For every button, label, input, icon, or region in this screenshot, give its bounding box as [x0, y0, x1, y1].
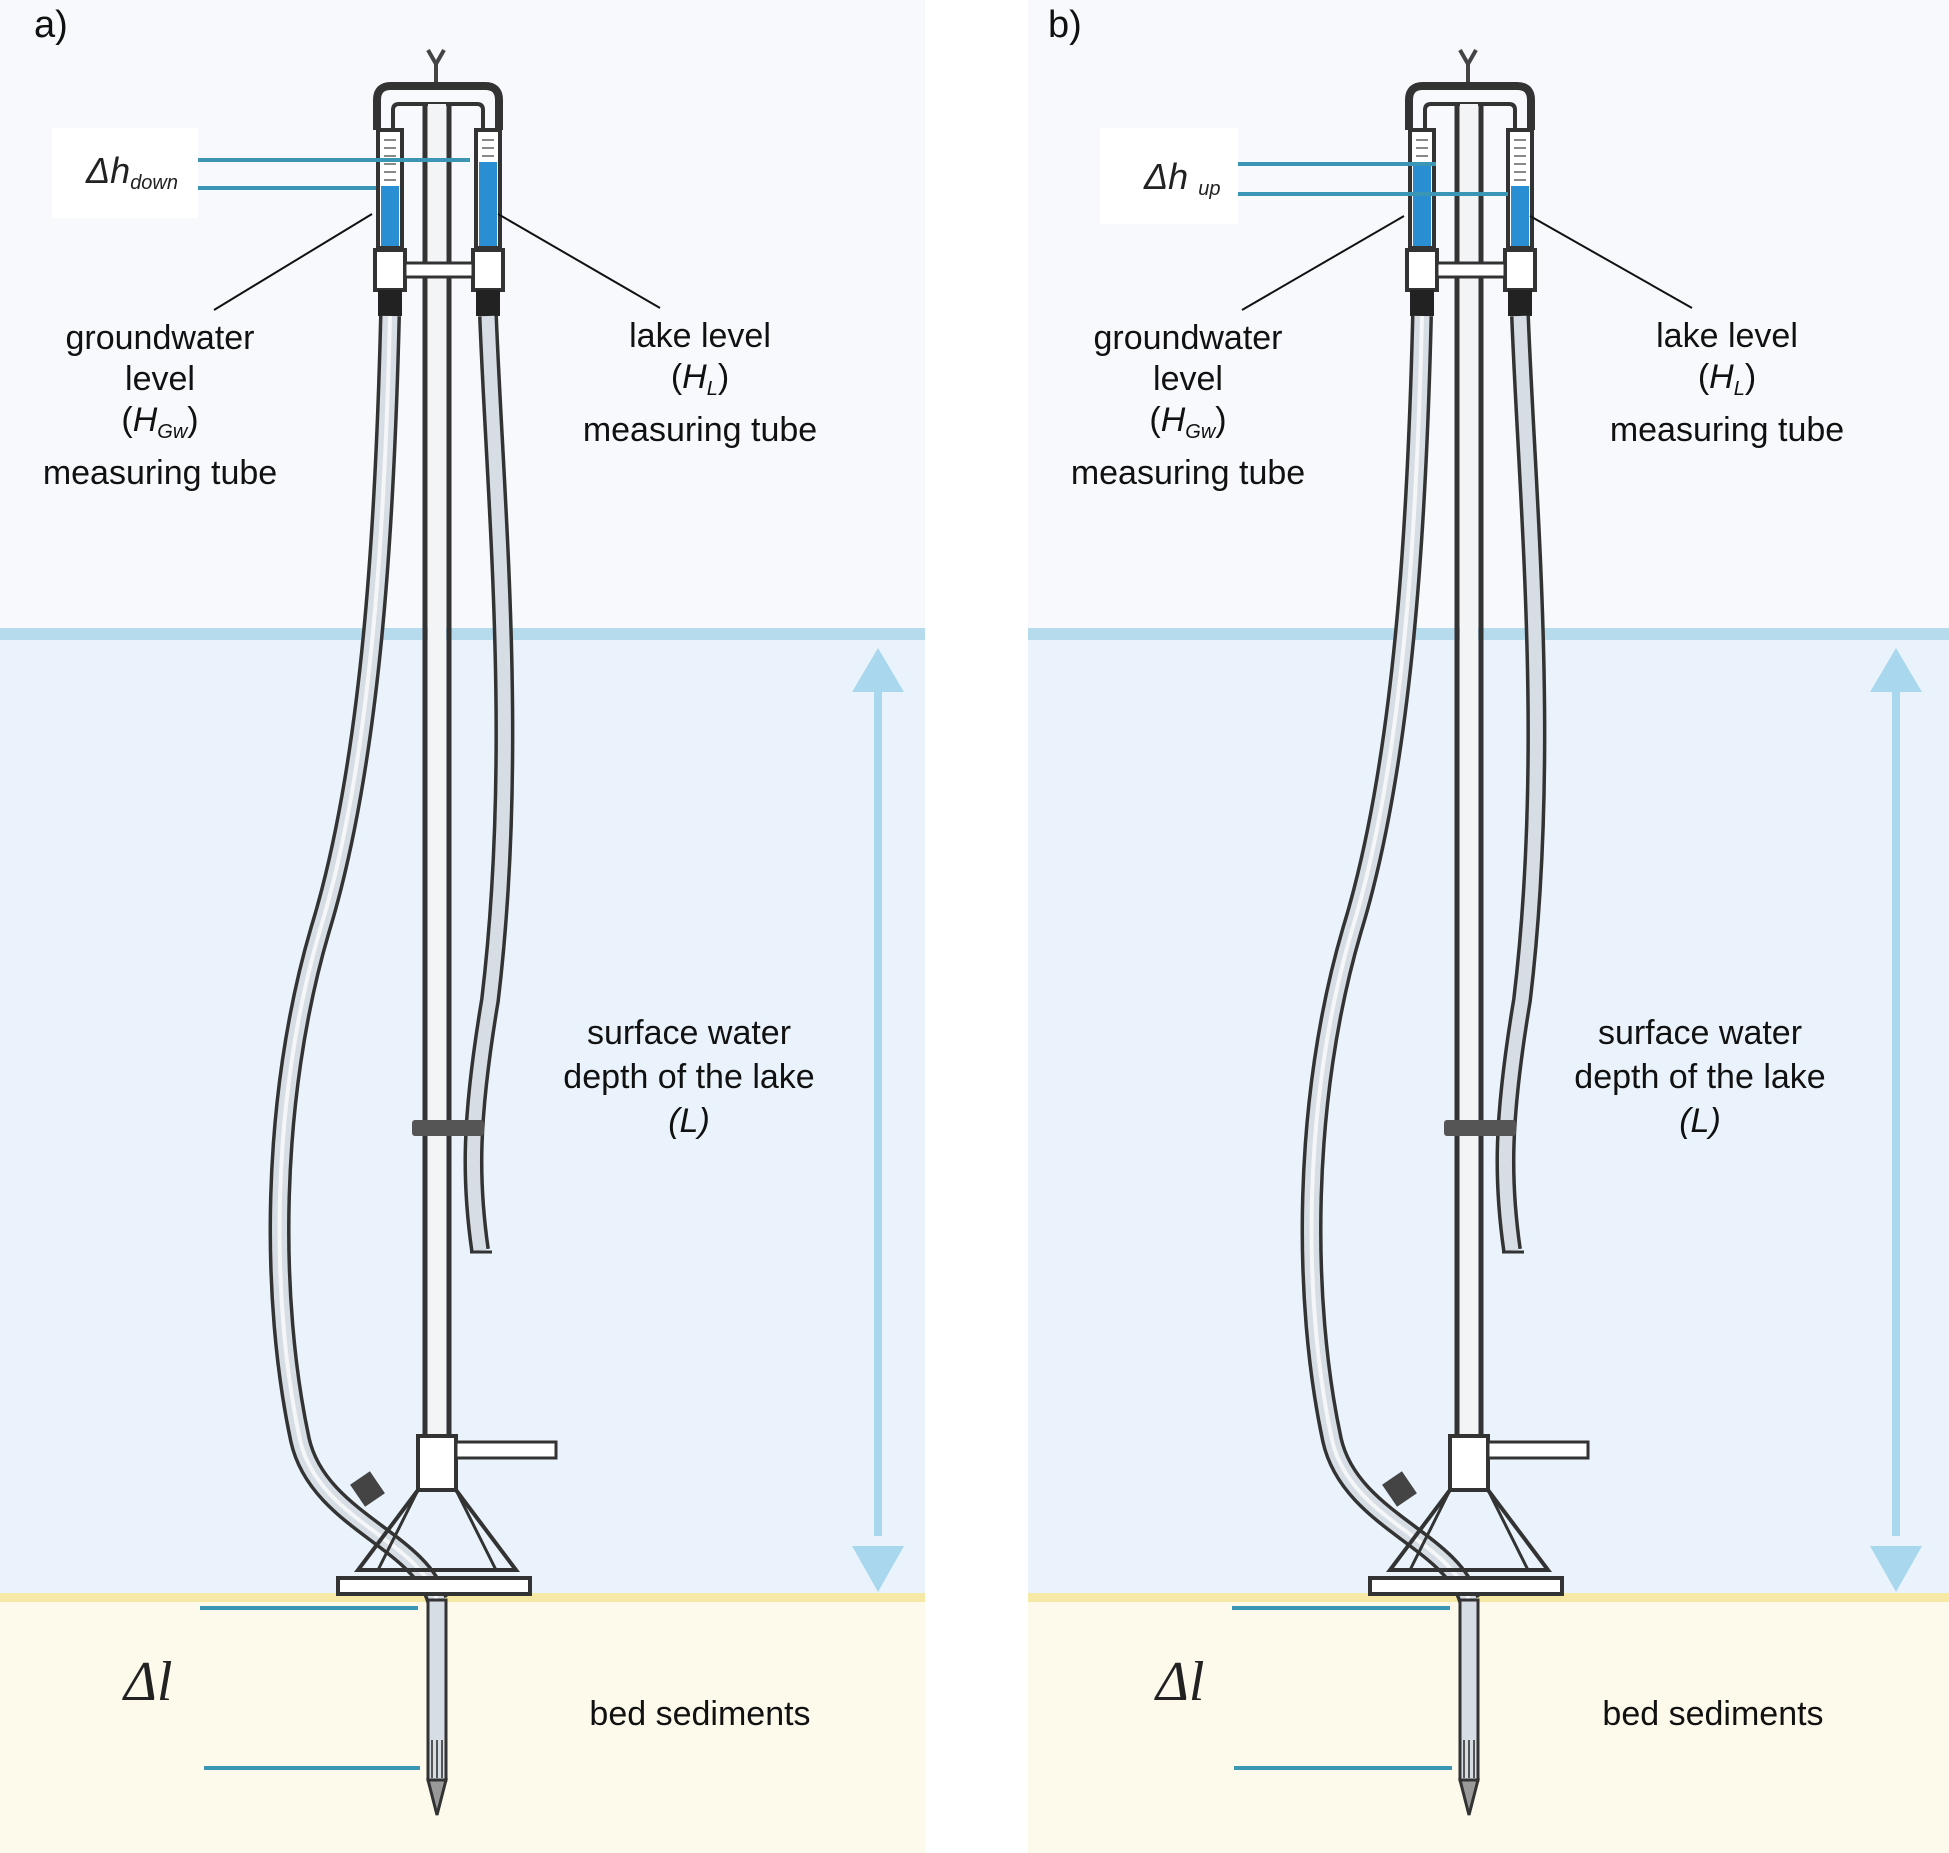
surface-line3: (L)	[668, 1102, 710, 1140]
lake-surface-line	[1028, 628, 1949, 640]
groundwater-label: groundwater level (HGw) measuring tube	[1048, 318, 1328, 494]
delta-h-symbol: Δh	[1144, 156, 1189, 197]
delta-h-box	[1100, 128, 1238, 224]
lake-surface-line	[0, 628, 925, 640]
groundwater-line4: measuring tube	[42, 454, 278, 492]
panel-label: b)	[1048, 4, 1082, 46]
groundwater-symbol: (HGw)	[1149, 401, 1227, 443]
bed-sediments-label: bed sediments	[1602, 1695, 1824, 1733]
panel-b: b) Δh up groundwater level (HGw) measuri…	[1028, 0, 1949, 1853]
surface-water-label: surface water depth of the lake (L)	[534, 1011, 844, 1143]
lake-line3: measuring tube	[1609, 411, 1845, 449]
groundwater-line1: groundwater	[1093, 319, 1283, 357]
lake-symbol: (HL)	[670, 358, 730, 400]
surface-water-label: surface water depth of the lake (L)	[1545, 1011, 1855, 1143]
groundwater-label: groundwater level (HGw) measuring tube	[20, 318, 300, 494]
groundwater-line1: groundwater	[65, 319, 255, 357]
lake-line3: measuring tube	[582, 411, 818, 449]
lake-level-label: lake level (HL) measuring tube	[1577, 316, 1877, 451]
delta-h-subscript: up	[1198, 178, 1221, 200]
lake-bed-line	[0, 1593, 925, 1602]
minipiezometer-device-icon	[198, 49, 661, 1816]
delta-h-label: Δhdown	[86, 150, 178, 195]
surface-line2: depth of the lake	[1574, 1058, 1826, 1096]
delta-h-label: Δh up	[1144, 156, 1220, 201]
lake-bed-line	[1028, 1593, 1949, 1602]
groundwater-line4: measuring tube	[1070, 454, 1306, 492]
groundwater-line2: level	[1153, 360, 1223, 398]
panel-a: a) Δhdown groundwater level (HGw) measur…	[0, 0, 925, 1853]
lake-water-zone	[0, 632, 925, 1598]
delta-h-symbol: Δh	[86, 150, 131, 191]
delta-l-label: Δl	[124, 1651, 173, 1713]
lake-line1: lake level	[629, 317, 771, 355]
bed-sediment-zone	[1028, 1598, 1949, 1853]
minipiezometer-device-icon	[1232, 49, 1693, 1816]
delta-h-box	[52, 128, 198, 218]
groundwater-line2: level	[125, 360, 195, 398]
lake-line1: lake level	[1656, 317, 1798, 355]
delta-l-label: Δl	[1156, 1651, 1205, 1713]
lake-symbol: (HL)	[1697, 358, 1757, 400]
surface-line3: (L)	[1679, 1102, 1721, 1140]
surface-line2: depth of the lake	[563, 1058, 815, 1096]
lake-level-label: lake level (HL) measuring tube	[550, 316, 850, 451]
panel-label: a)	[34, 4, 68, 46]
bed-sediment-zone	[0, 1598, 925, 1853]
bed-sediments-label: bed sediments	[589, 1695, 811, 1733]
depth-arrow-icon	[852, 648, 904, 1592]
depth-arrow-icon	[1870, 648, 1922, 1592]
surface-line1: surface water	[586, 1014, 792, 1052]
groundwater-symbol: (HGw)	[121, 401, 199, 443]
delta-h-subscript: down	[130, 172, 178, 194]
surface-line1: surface water	[1597, 1014, 1803, 1052]
